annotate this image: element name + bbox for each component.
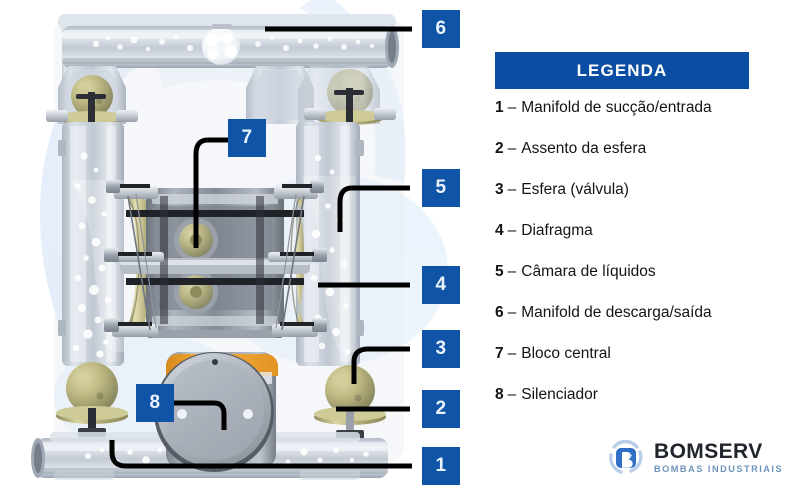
legend-header: LEGENDA (495, 52, 749, 89)
logo-tagline: BOMBAS INDUSTRIAIS (654, 464, 784, 475)
legend-item-6-label: Manifold de descarga/saída (521, 304, 712, 321)
callout-4[interactable]: 4 (422, 266, 460, 304)
legend-item-8-label: Silenciador (521, 386, 598, 403)
legend-item-7-label: Bloco central (521, 345, 611, 362)
bomserv-logo-icon (606, 438, 646, 478)
callout-3-label: 3 (435, 338, 447, 359)
callout-7-label: 7 (241, 127, 253, 148)
legend-item-3-number: 3 (495, 181, 504, 198)
leader-5 (337, 185, 410, 232)
callout-3[interactable]: 3 (422, 330, 460, 368)
central-block (120, 188, 310, 338)
legend-item-2: 2 – Assento da esfera (495, 140, 795, 181)
callout-5-label: 5 (435, 177, 447, 198)
leader-1 (109, 440, 412, 469)
logo-wordmark: BOMSERV BOMBAS INDUSTRIAIS (654, 439, 784, 475)
callout-2[interactable]: 2 (422, 390, 460, 428)
clamp-bolts-right (268, 180, 327, 337)
leader-3 (351, 346, 410, 384)
legend-item-8: 8 – Silenciador (495, 386, 795, 427)
leader-7 (193, 137, 248, 248)
pump-base (54, 470, 360, 480)
callout-1-label: 1 (435, 455, 447, 476)
legend-panel: LEGENDA 1 – Manifold de sucção/entrada 2… (478, 0, 800, 500)
legend-item-7-number: 7 (495, 345, 504, 362)
legend-item-8-dash: – (507, 386, 517, 403)
legend-item-4-label: Diafragma (521, 222, 593, 239)
legend-item-6-number: 6 (495, 304, 504, 321)
callout-5[interactable]: 5 (422, 169, 460, 207)
legend-item-3-dash: – (507, 181, 517, 198)
discharge-manifold (58, 14, 399, 84)
legend-item-2-label: Assento da esfera (521, 140, 647, 157)
upper-valve-right (246, 66, 396, 125)
legend-item-7: 7 – Bloco central (495, 345, 795, 386)
leader-8 (164, 400, 227, 430)
legend-item-6: 6 – Manifold de descarga/saída (495, 304, 795, 345)
legend-item-4: 4 – Diafragma (495, 222, 795, 263)
logo-company-name: BOMSERV (654, 439, 763, 463)
callout-4-label: 4 (435, 274, 447, 295)
foam-cluster (202, 27, 240, 65)
clamp-bolts-left (104, 180, 164, 337)
legend-item-5-number: 5 (495, 263, 504, 280)
legend-item-1-dash: – (507, 99, 517, 116)
fluid-bubbles-left (72, 152, 112, 358)
legend-item-8-number: 8 (495, 386, 504, 403)
ball-valve-lower-right (325, 365, 375, 415)
ball-valve-lower-left (66, 362, 118, 414)
callout-8[interactable]: 8 (136, 384, 174, 422)
legend-item-5: 5 – Câmara de líquidos (495, 263, 795, 304)
leader-lines (109, 26, 412, 469)
legend-item-7-dash: – (507, 345, 517, 362)
legend-item-6-dash: – (507, 304, 517, 321)
legend-item-1-label: Manifold de sucção/entrada (521, 99, 712, 116)
legend-item-5-dash: – (507, 263, 517, 280)
company-logo: BOMSERV BOMBAS INDUSTRIAIS (606, 438, 783, 478)
callout-7[interactable]: 7 (228, 119, 266, 157)
lower-valve-right (314, 365, 386, 439)
lower-valve-left (56, 362, 128, 437)
legend-item-1-number: 1 (495, 99, 504, 116)
legend-item-2-dash: – (507, 140, 517, 157)
legend-item-3-label: Esfera (válvula) (521, 181, 629, 198)
callout-1[interactable]: 1 (422, 447, 460, 485)
legend-item-4-dash: – (507, 222, 517, 239)
callout-6-label: 6 (435, 18, 447, 39)
legend-item-2-number: 2 (495, 140, 504, 157)
callout-8-label: 8 (149, 392, 161, 413)
legend-item-1: 1 – Manifold de sucção/entrada (495, 99, 795, 140)
legend-item-5-label: Câmara de líquidos (521, 263, 656, 280)
callout-6[interactable]: 6 (422, 10, 460, 48)
callout-2-label: 2 (435, 398, 447, 419)
legend-item-4-number: 4 (495, 222, 504, 239)
fluid-bubbles-top (92, 34, 374, 52)
legend-title: LEGENDA (576, 60, 668, 80)
upper-valve-left (46, 66, 138, 126)
legend-list: 1 – Manifold de sucção/entrada 2 – Assen… (495, 99, 795, 427)
legend-item-3: 3 – Esfera (válvula) (495, 181, 795, 222)
